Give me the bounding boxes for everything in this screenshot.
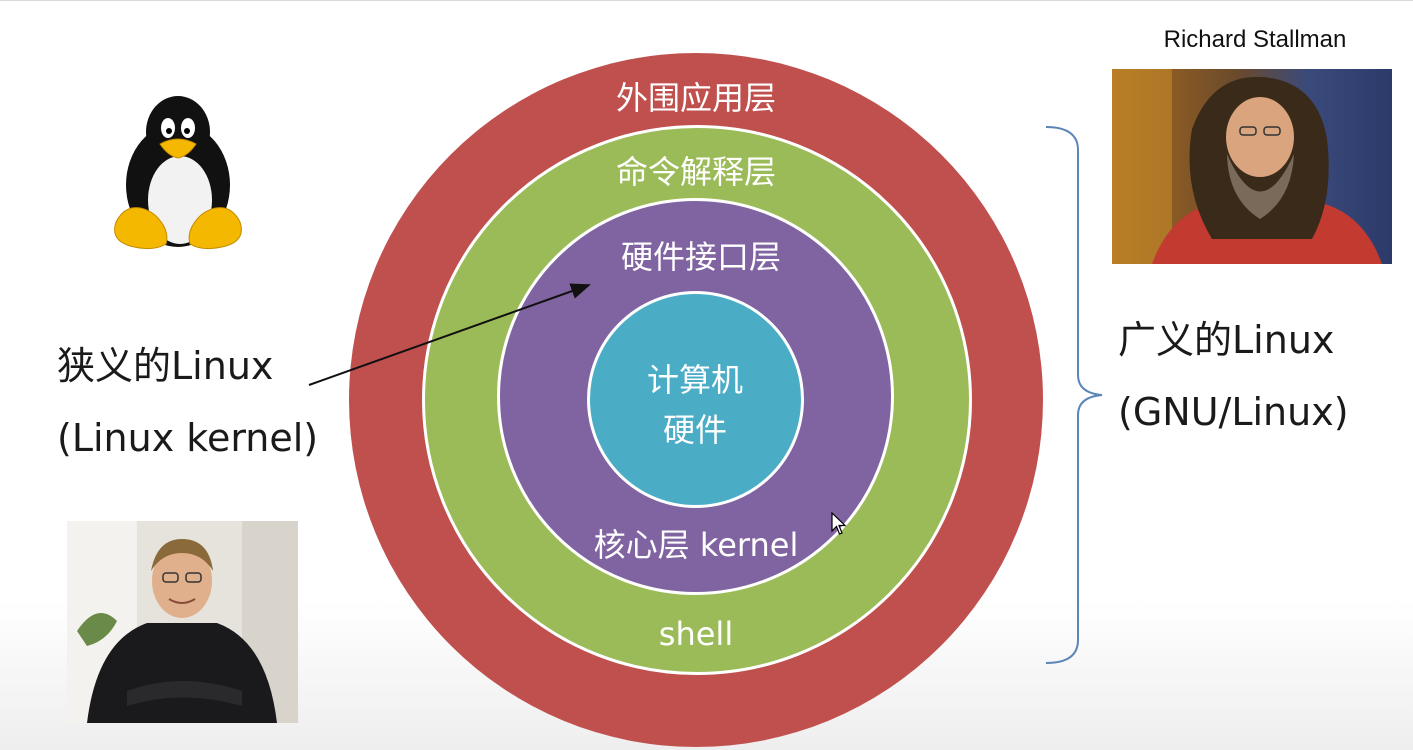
broad-linux-subtitle: (GNU/Linux) bbox=[1118, 390, 1349, 434]
command-layer-label: 命令解释层 bbox=[615, 153, 776, 191]
broad-linux-title: 广义的Linux bbox=[1118, 318, 1335, 362]
top-border bbox=[0, 0, 1413, 1]
hardware-core-label-line2: 硬件 bbox=[662, 411, 727, 449]
hardware-interface-layer-label: 硬件接口层 bbox=[620, 238, 781, 276]
tux-penguin-logo bbox=[114, 96, 242, 250]
narrow-linux-subtitle: (Linux kernel) bbox=[57, 416, 319, 460]
narrow-linux-title: 狭义的Linux bbox=[57, 344, 274, 388]
hardware-core-circle bbox=[587, 291, 804, 508]
kernel-layer-label: 核心层 kernel bbox=[593, 526, 799, 564]
mouse-cursor-icon bbox=[831, 512, 847, 535]
right-curly-brace bbox=[1045, 126, 1103, 664]
shell-layer-label: shell bbox=[658, 615, 734, 653]
outer-layer-label: 外围应用层 bbox=[615, 79, 776, 117]
richard-stallman-photo bbox=[1112, 69, 1392, 264]
hardware-core-label-line1: 计算机 bbox=[646, 361, 743, 399]
linus-torvalds-photo bbox=[67, 521, 298, 723]
stallman-name-caption: Richard Stallman bbox=[1163, 26, 1347, 53]
